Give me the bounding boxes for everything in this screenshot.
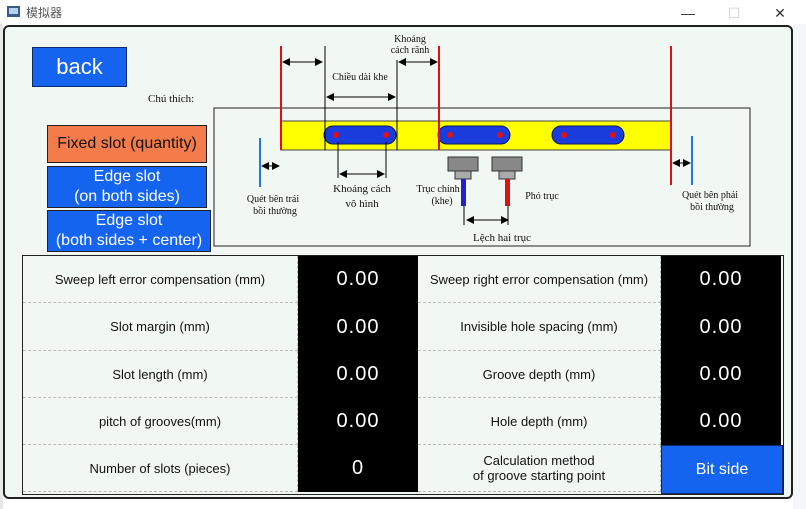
sweep-right-label: Sweep right error compensation (mm)	[418, 256, 661, 303]
main-spindle-icon	[447, 156, 479, 206]
dimension-arrows	[261, 58, 691, 224]
groove-depth-value[interactable]: 0.00	[661, 351, 781, 398]
edge-slot-line1: Edge slot	[93, 168, 161, 185]
invisible-hole-spacing-value[interactable]: 0.00	[661, 303, 781, 351]
groove-spacing-label-1: Khoảng	[394, 34, 426, 45]
sweep-left-label-1: Quét bên trái	[247, 194, 299, 205]
number-of-slots-value[interactable]: 0	[298, 445, 418, 492]
sweep-right-value[interactable]: 0.00	[661, 256, 781, 303]
slot-length-label: Slot length (mm)	[23, 351, 298, 398]
edge-slot-both-sides-button[interactable]: Edge slot (on both sides)	[47, 166, 207, 208]
sweep-right-label-1: Quét bên phải	[682, 190, 738, 201]
slot-length-label: Chiều dài khe	[332, 72, 388, 83]
invisible-spacing-label-2: vô hình	[345, 198, 379, 210]
calc-method-line2: of groove starting point	[472, 468, 606, 483]
background-window-edge	[0, 24, 3, 509]
app-icon	[7, 6, 20, 17]
close-icon[interactable]: ✕	[774, 5, 786, 21]
number-of-slots-label: Number of slots (pieces)	[23, 445, 298, 492]
main-spindle-label-1: Trục chính	[416, 184, 459, 195]
pitch-of-grooves-value[interactable]: 0.00	[298, 398, 418, 445]
invisible-spacing-label-1: Khoảng cách	[333, 183, 391, 195]
parameter-grid: Sweep left error compensation (mm) 0.00 …	[22, 255, 784, 495]
slot-margin-label: Slot margin (mm)	[23, 303, 298, 351]
slot-shape	[323, 125, 625, 145]
edge-slot-center-button[interactable]: Edge slot (both sides + center)	[47, 210, 211, 252]
diagram-box	[213, 107, 751, 247]
sub-spindle-icon	[491, 156, 523, 206]
background-window-edge	[793, 24, 806, 509]
slot-margin-value[interactable]: 0.00	[298, 303, 418, 351]
sub-spindle-label: Phó trục	[525, 191, 559, 202]
edge-slot-center-line1: Edge slot	[95, 212, 163, 229]
main-spindle-label-2: (khe)	[431, 196, 452, 207]
slot-length-value[interactable]: 0.00	[298, 351, 418, 398]
edge-slot-line2: (on both sides)	[74, 188, 180, 205]
sweep-left-label: Sweep left error compensation (mm)	[23, 256, 298, 303]
legend-label: Chú thích:	[148, 93, 195, 105]
groove-depth-label: Groove depth (mm)	[418, 351, 661, 398]
invisible-hole-spacing-label: Invisible hole spacing (mm)	[418, 303, 661, 351]
maximize-icon[interactable]: ☐	[727, 5, 741, 21]
edge-slot-center-line2: (both sides + center)	[55, 232, 203, 249]
groove-spacing-label-2: cách rãnh	[391, 45, 430, 56]
sweep-left-label-2: bồi thường	[253, 206, 297, 217]
title-bar: 模拟器 — ☐ ✕	[0, 0, 806, 24]
calc-method-label: Calculation method of groove starting po…	[418, 445, 661, 492]
calc-method-line1: Calculation method	[483, 453, 595, 468]
sweep-right-label-2: bồi thường	[690, 202, 734, 213]
fixed-slot-label: Fixed slot (quantity)	[57, 135, 197, 152]
pitch-of-grooves-label: pitch of grooves(mm)	[23, 398, 298, 445]
calc-method-button[interactable]: Bit side	[661, 445, 783, 494]
minimize-icon[interactable]: —	[681, 5, 695, 21]
back-button[interactable]: back	[32, 47, 127, 87]
fixed-slot-button[interactable]: Fixed slot (quantity)	[47, 125, 207, 163]
hole-depth-label: Hole depth (mm)	[418, 398, 661, 445]
window-title: 模拟器	[26, 6, 63, 20]
hole-depth-value[interactable]: 0.00	[661, 398, 781, 445]
axis-offset-label: Lệch hai trục	[473, 232, 531, 244]
reference-lines	[280, 46, 672, 185]
sweep-left-value[interactable]: 0.00	[298, 256, 418, 303]
hole-markers	[333, 132, 616, 138]
